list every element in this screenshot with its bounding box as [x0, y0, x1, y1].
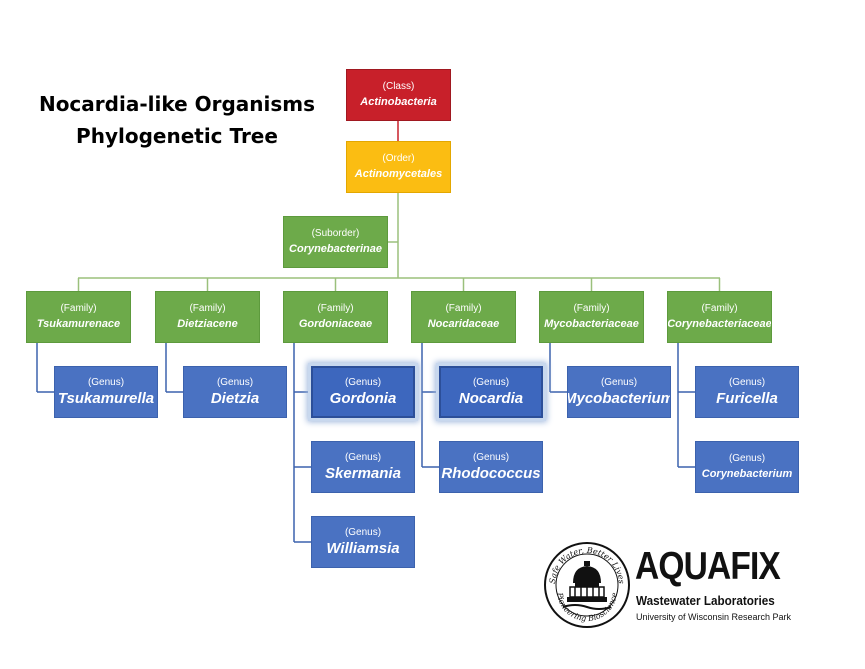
taxon-name: Corynebacterinae — [289, 242, 382, 255]
genus-node: (Genus)Mycobacterium — [567, 366, 671, 418]
taxon-name: Actinomycetales — [354, 167, 443, 180]
rank-label: (Class) — [382, 80, 415, 92]
taxon-name: Nocaridaceae — [427, 317, 500, 330]
taxon-name: Tsukamurenace — [36, 317, 121, 330]
taxon-name: Corynebacteriaceae — [667, 317, 772, 330]
taxon-name: Dietziacene — [177, 317, 238, 330]
suborder-node: (Suborder) Corynebacterinae — [283, 216, 388, 268]
rank-label: (Family) — [573, 302, 610, 314]
taxon-name: Gordoniaceae — [298, 317, 373, 330]
rank-label: (Genus) — [472, 376, 510, 388]
rank-label: (Family) — [317, 302, 354, 314]
taxon-name: Skermania — [325, 464, 401, 482]
taxon-name: Furicella — [716, 389, 778, 407]
genus-node: (Genus)Tsukamurella — [54, 366, 158, 418]
rank-label: (Suborder) — [311, 227, 360, 239]
genus-node: (Genus)Gordonia — [311, 366, 415, 418]
family-node: (Family) Gordoniaceae — [283, 291, 388, 343]
class-node: (Class) Actinobacteria — [346, 69, 451, 121]
taxon-name: Williamsia — [326, 539, 400, 557]
logo-brand-name: AQUAFIX — [635, 545, 781, 588]
capitol-seal-icon: Safe Water, Better Lives Pioneering Bios… — [544, 542, 630, 628]
rank-label: (Genus) — [344, 526, 382, 538]
order-node: (Order) Actinomycetales — [346, 141, 451, 193]
genus-node: (Genus)Rhodococcus — [439, 441, 543, 493]
rank-label: (Family) — [701, 302, 738, 314]
taxon-name: Tsukamurella — [57, 389, 155, 407]
taxon-name: Rhodococcus — [441, 464, 541, 482]
rank-label: (Family) — [445, 302, 482, 314]
rank-label: (Genus) — [600, 376, 638, 388]
rank-label: (Genus) — [344, 451, 382, 463]
family-node: (Family) Nocaridaceae — [411, 291, 516, 343]
rank-label: (Genus) — [728, 452, 766, 464]
rank-label: (Genus) — [216, 376, 254, 388]
logo-tagline: University of Wisconsin Research Park — [636, 612, 792, 622]
taxon-name: Gordonia — [329, 389, 397, 407]
title-line-1: Nocardia-like Organisms — [38, 92, 316, 116]
genus-node: (Genus) Corynebacterium — [695, 441, 799, 493]
genus-node: (Genus)Dietzia — [183, 366, 287, 418]
aquafix-logo: Safe Water, Better Lives Pioneering Bios… — [543, 541, 791, 631]
genus-node: (Genus)Furicella — [695, 366, 799, 418]
taxon-name: Corynebacterium — [701, 467, 793, 480]
title-line-2: Phylogenetic Tree — [76, 124, 278, 148]
rank-label: (Genus) — [87, 376, 125, 388]
taxon-name: Mycobacteriaceae — [544, 317, 639, 330]
family-node: (Family) Dietziacene — [155, 291, 260, 343]
taxon-name: Actinobacteria — [360, 95, 437, 108]
genus-node: (Genus)Skermania — [311, 441, 415, 493]
rank-label: (Genus) — [344, 376, 382, 388]
rank-label: (Genus) — [472, 451, 510, 463]
family-node: (Family) Mycobacteriaceae — [539, 291, 644, 343]
rank-label: (Family) — [189, 302, 226, 314]
taxon-name: Dietzia — [210, 389, 260, 407]
taxon-name: Nocardia — [458, 389, 524, 407]
rank-label: (Family) — [60, 302, 97, 314]
family-node: (Family) Corynebacteriaceae — [667, 291, 772, 343]
taxon-name: Mycobacterium — [567, 389, 671, 407]
family-node: (Family) Tsukamurenace — [26, 291, 131, 343]
genus-node: (Genus)Williamsia — [311, 516, 415, 568]
rank-label: (Order) — [382, 152, 415, 164]
genus-node: (Genus)Nocardia — [439, 366, 543, 418]
logo-subtitle: Wastewater Laboratories — [636, 593, 775, 608]
page-title: Nocardia-like Organisms Phylogenetic Tre… — [18, 88, 336, 152]
rank-label: (Genus) — [728, 376, 766, 388]
